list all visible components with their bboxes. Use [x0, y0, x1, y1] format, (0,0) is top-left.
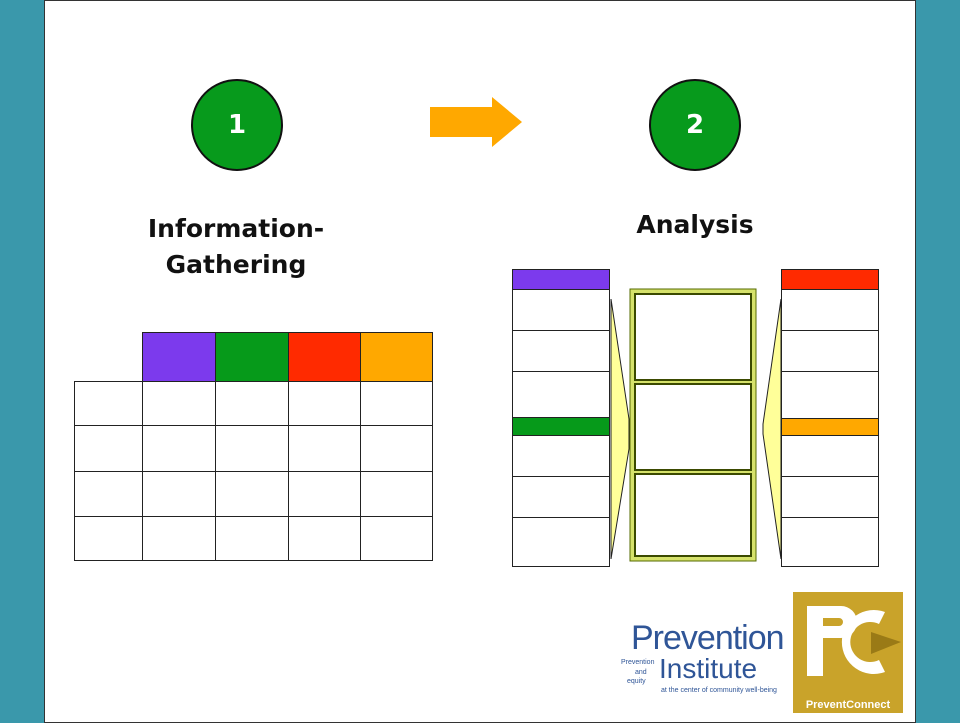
logo-subtitle: Institute — [659, 653, 758, 684]
left-column-green-bar — [512, 417, 610, 436]
right-connector — [762, 299, 782, 559]
logo-small-2: and — [635, 669, 647, 676]
right-column-cell — [781, 435, 879, 477]
header-cell-orange — [360, 332, 433, 382]
table-cell — [142, 516, 216, 561]
logo-small-3: equity — [627, 678, 646, 685]
table-cell — [288, 381, 361, 426]
preventconnect-logo: PreventConnect — [793, 592, 903, 713]
left-column-cell — [512, 289, 610, 331]
table-cell — [215, 425, 289, 472]
step-2-circle: 2 — [649, 79, 741, 171]
left-connector — [610, 299, 630, 559]
left-column-cell — [512, 476, 610, 518]
table-cell — [215, 381, 289, 426]
step-2-number: 2 — [685, 110, 705, 140]
header-cell-purple — [142, 332, 216, 382]
analysis-heading: Analysis — [636, 210, 754, 239]
table-cell — [360, 471, 433, 517]
logo-tagline: at the center of community well-being — [661, 687, 777, 694]
left-column-cell — [512, 371, 610, 418]
table-cell — [215, 516, 289, 561]
heading-line-1: Information- — [147, 214, 325, 243]
header-cell-red — [288, 332, 361, 382]
logo-small-1: Prevention — [621, 659, 655, 666]
left-column-purple-bar — [512, 269, 610, 290]
prevention-institute-logo: Prevention Institute Prevention and equi… — [621, 619, 785, 707]
right-column-cell — [781, 371, 879, 419]
right-column-cell — [781, 517, 879, 567]
slide: 1 2 Information- Gathering Analysis — [44, 0, 916, 723]
table-cell — [142, 471, 216, 517]
table-cell — [288, 471, 361, 517]
header-cell-green — [215, 332, 289, 382]
table-cell — [360, 516, 433, 561]
table-cell — [215, 471, 289, 517]
right-column-cell — [781, 289, 879, 331]
logo-title: Prevention — [631, 619, 785, 657]
right-column-cell — [781, 330, 879, 372]
information-table — [74, 332, 434, 562]
analysis-frames — [629, 288, 757, 562]
table-cell — [288, 516, 361, 561]
step-1-circle: 1 — [191, 79, 283, 171]
left-column-cell — [512, 330, 610, 372]
table-cell — [360, 381, 433, 426]
information-gathering-heading: Information- Gathering — [121, 211, 351, 283]
pc-mark-icon — [807, 606, 901, 676]
right-column-red-bar — [781, 269, 879, 290]
right-column-orange-bar — [781, 418, 879, 436]
table-cell — [74, 381, 143, 426]
table-cell — [288, 425, 361, 472]
table-cell — [74, 516, 143, 561]
table-cell — [360, 425, 433, 472]
table-cell — [142, 425, 216, 472]
analysis-diagram — [512, 269, 892, 569]
table-cell — [74, 471, 143, 517]
step-1-number: 1 — [227, 110, 247, 140]
table-cell — [142, 381, 216, 426]
table-cell — [74, 425, 143, 472]
right-arrow-icon — [430, 97, 522, 147]
heading-line-2: Gathering — [165, 250, 307, 279]
left-column-cell — [512, 517, 610, 567]
left-column-cell — [512, 435, 610, 477]
pc-label: PreventConnect — [805, 699, 891, 711]
right-column-cell — [781, 476, 879, 518]
